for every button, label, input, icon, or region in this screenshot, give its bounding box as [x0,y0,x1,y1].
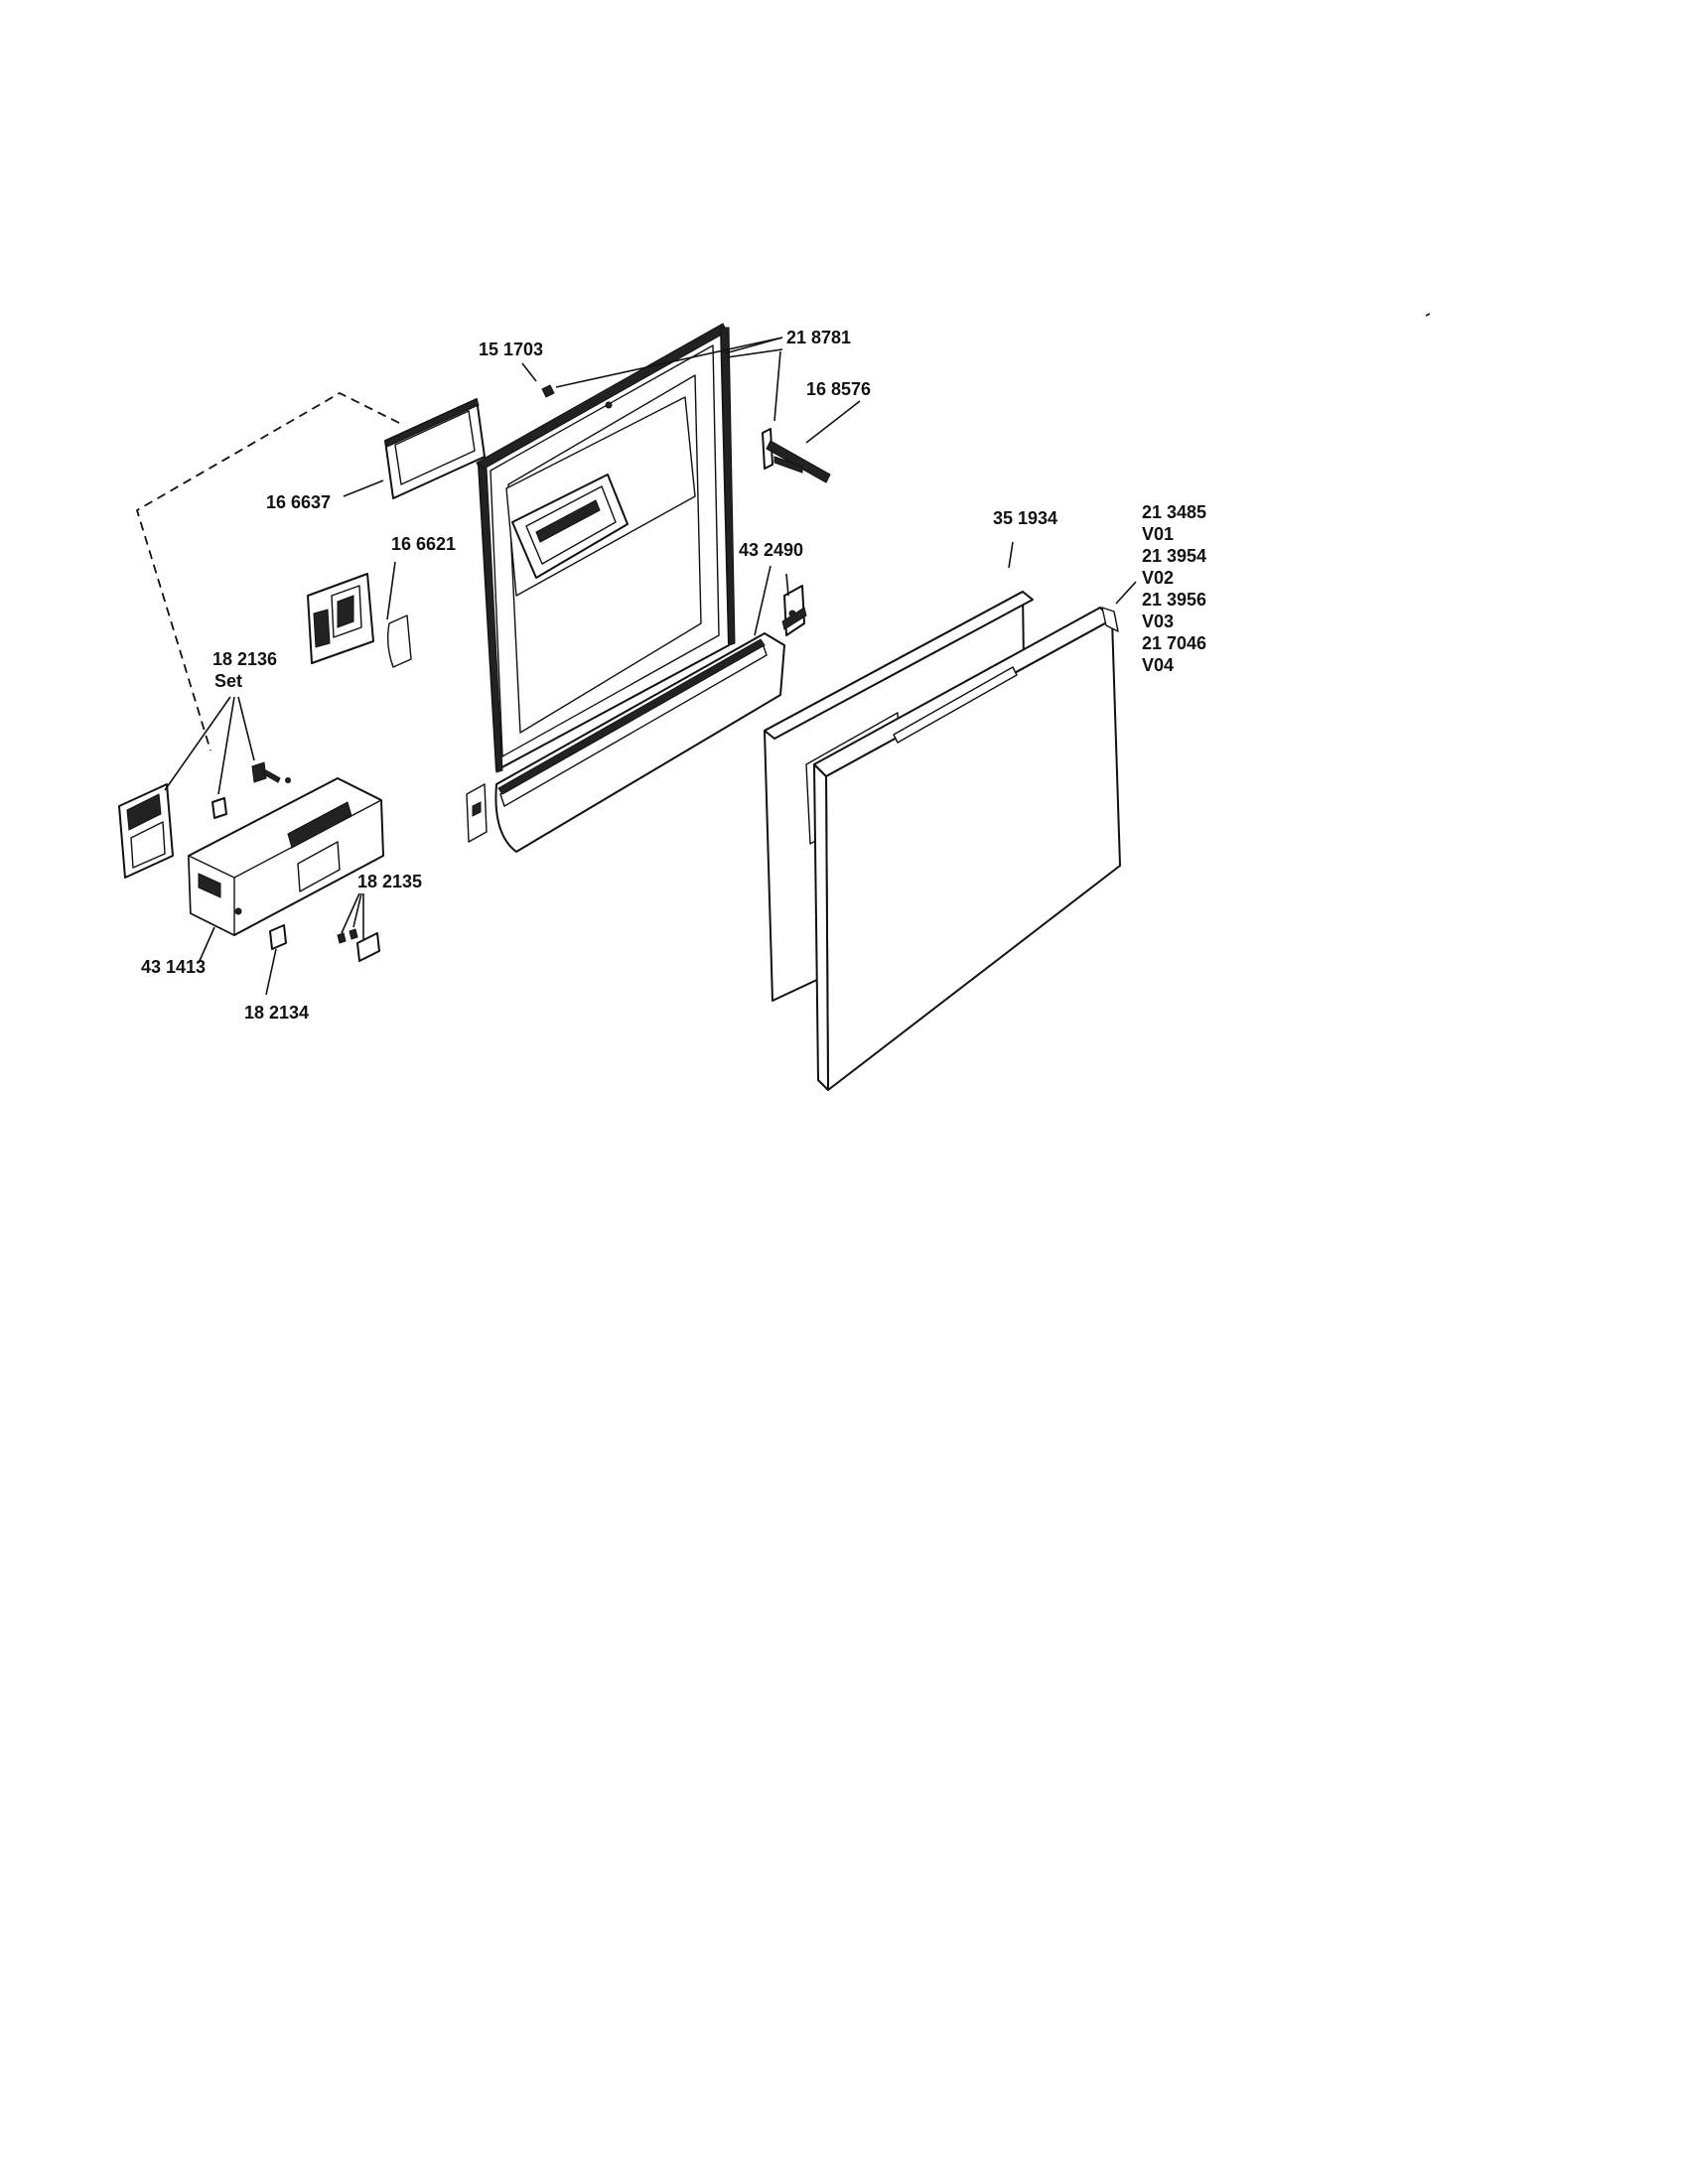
part-labels: 15 1703 21 8781 16 8576 16 6637 16 6621 … [141,328,1206,1023]
label-213485: 21 3485 [1142,502,1206,522]
label-182136: 18 2136 [212,649,277,669]
label-351934: 35 1934 [993,508,1057,528]
hinge-bracket [781,585,807,636]
control-module [188,777,384,936]
label-218781: 21 8781 [786,328,851,347]
spring-part [762,428,831,483]
label-217046: 21 7046 [1142,633,1206,653]
label-168576: 16 8576 [806,379,871,399]
screw-part [541,384,555,398]
small-knobs [211,761,380,962]
dispenser [307,573,412,668]
dashed-assembly-line [135,391,400,751]
label-166621: 16 6621 [391,534,456,554]
outer-panel-front [813,607,1121,1091]
label-182134: 18 2134 [244,1003,309,1023]
label-set: Set [214,671,242,691]
label-431413: 43 1413 [141,957,206,977]
label-v04: V04 [1142,655,1174,675]
label-151703: 15 1703 [479,340,543,359]
label-v03: V03 [1142,612,1174,631]
leader-lines [164,337,1137,996]
label-v01: V01 [1142,524,1174,544]
label-432490: 43 2490 [739,540,803,560]
bottom-rail [466,632,785,853]
stray-mark [1425,313,1431,317]
label-166637: 16 6637 [266,492,331,512]
gasket-frame [384,398,486,499]
label-v02: V02 [1142,568,1174,588]
inner-door-panel [476,323,736,773]
label-213956: 21 3956 [1142,590,1206,610]
control-plate [118,783,174,879]
label-213954: 21 3954 [1142,546,1206,566]
label-182135: 18 2135 [357,872,422,891]
